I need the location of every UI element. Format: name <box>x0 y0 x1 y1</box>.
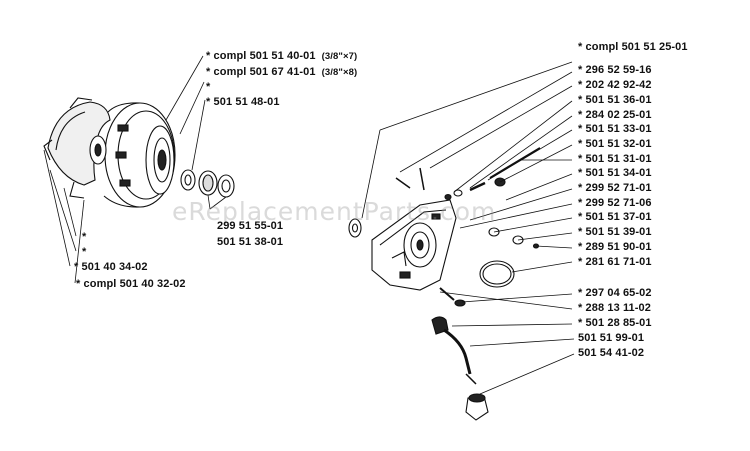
part-label: * compl 501 40 32-02 <box>76 278 186 290</box>
part-label: * compl 501 67 41-01(3/8"×8) <box>206 66 358 78</box>
part-label: * 284 02 25-01 <box>578 109 652 121</box>
part-label: * <box>82 231 87 243</box>
part-label: * 299 52 71-06 <box>578 197 652 209</box>
part-label: * 297 04 65-02 <box>578 287 652 299</box>
part-label: * <box>82 246 87 258</box>
part-label: * 501 28 85-01 <box>578 317 652 329</box>
part-label: * 501 51 37-01 <box>578 211 652 223</box>
part-label: * <box>206 81 211 93</box>
part-label: * 501 51 39-01 <box>578 226 652 238</box>
right-leader-lines <box>361 61 575 395</box>
part-label: * 281 61 71-01 <box>578 256 652 268</box>
part-label: * 501 51 31-01 <box>578 153 652 165</box>
part-label: * 288 13 11-02 <box>578 302 651 314</box>
part-label: * 289 51 90-01 <box>578 241 652 253</box>
part-label: * 501 51 48-01 <box>206 96 280 108</box>
part-label: 501 51 38-01 <box>217 236 284 248</box>
part-label: * compl 501 51 40-01(3/8"×7) <box>206 50 358 62</box>
part-label: 501 54 41-02 <box>578 347 645 359</box>
part-label: * compl 501 51 25-01 <box>578 41 688 53</box>
part-label: 501 51 99-01 <box>578 332 645 344</box>
clutch-assembly-drawing <box>43 97 235 208</box>
part-label: * 501 51 33-01 <box>578 123 652 135</box>
part-label: * 202 42 92-42 <box>578 79 652 91</box>
part-label: * 501 51 32-01 <box>578 138 652 150</box>
left-leader-lines <box>43 55 227 284</box>
watermark-text: eReplacementParts.com <box>172 197 497 226</box>
clutch-cover-drawing <box>348 147 541 421</box>
part-label: * 501 40 34-02 <box>74 261 148 273</box>
part-label: * 299 52 71-01 <box>578 182 652 194</box>
part-label: * 296 52 59-16 <box>578 64 652 76</box>
part-label: 299 51 55-01 <box>217 220 284 232</box>
part-label: * 501 51 36-01 <box>578 94 652 106</box>
part-label: * 501 51 34-01 <box>578 167 652 179</box>
